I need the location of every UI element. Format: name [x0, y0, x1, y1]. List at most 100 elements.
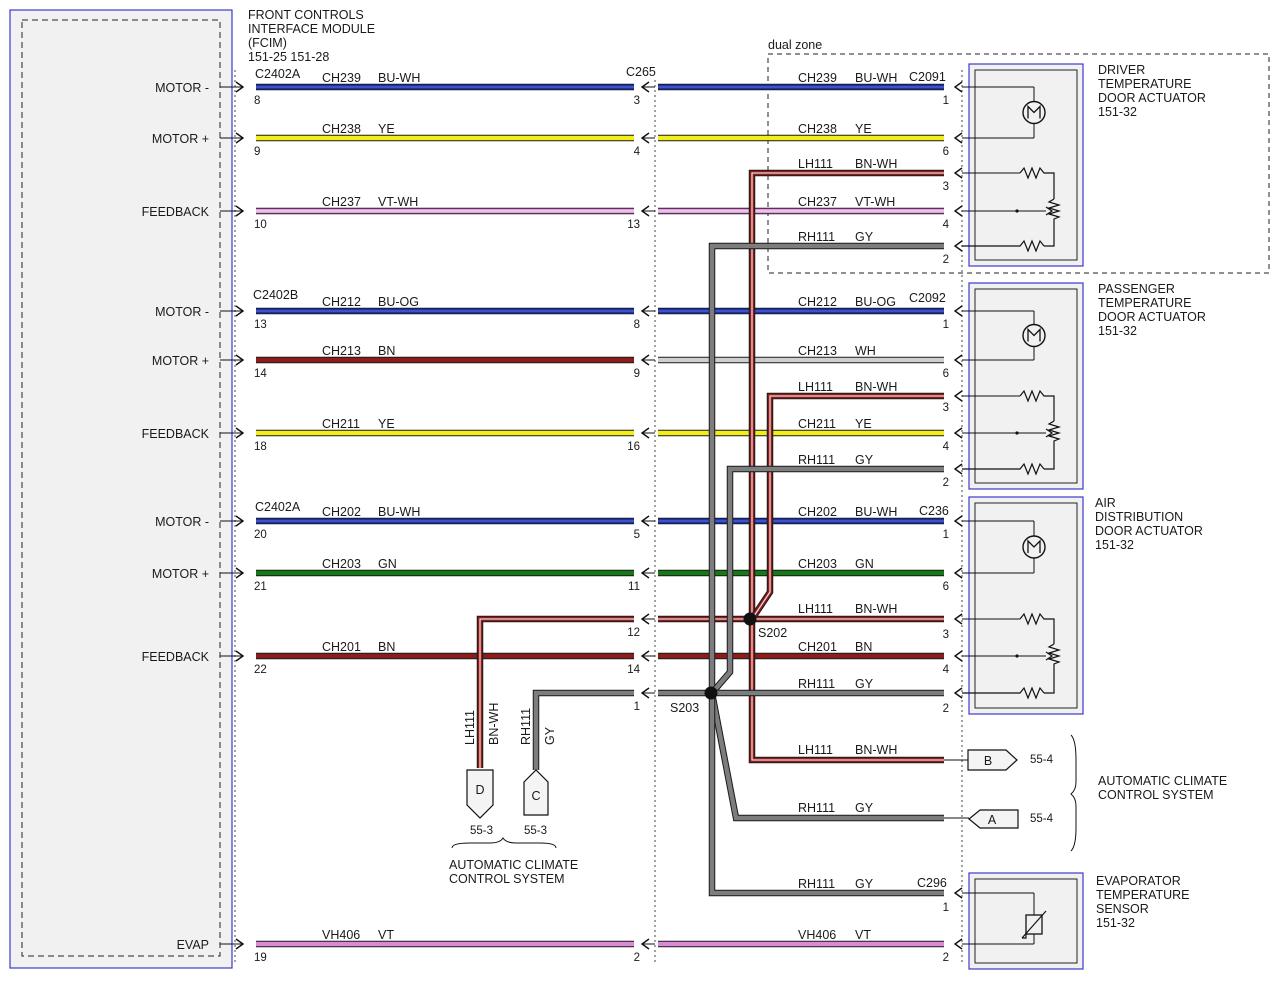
acc-bottom-brace	[451, 837, 557, 849]
fcim-pin-num-0: 8	[254, 95, 260, 107]
conn-d-letter: D	[475, 783, 484, 797]
driver-title-1: TEMPERATURE	[1098, 77, 1192, 91]
fcim-pin-label-0: MOTOR -	[155, 81, 209, 95]
dev-pin-num-8: 4	[943, 664, 950, 676]
conn-c-block	[523, 769, 549, 816]
lh-pin-1: 3	[943, 402, 949, 414]
fcim-pin-label-1: MOTOR +	[152, 132, 209, 146]
air-title-0: AIR	[1095, 496, 1116, 510]
dev-aux-arrow-0	[953, 167, 963, 179]
c265-pin-num-3: 8	[634, 319, 640, 331]
lh-color-3: BN-WH	[855, 743, 897, 757]
lh-pin-0: 3	[943, 181, 949, 193]
fcim-title-line1: FRONT CONTROLS	[248, 8, 364, 22]
passenger-title-1: TEMPERATURE	[1098, 296, 1192, 310]
lh-wire-passenger-edge	[749, 392, 944, 621]
vert-rh111: RH111	[519, 708, 533, 745]
fcim-pin-num-3: 13	[254, 319, 267, 331]
lh-color-2: BN-WH	[855, 602, 897, 616]
evap-title-3: 151-32	[1096, 916, 1135, 930]
dev-pin-num-4: 6	[943, 368, 949, 380]
dev-arrow-1	[953, 132, 963, 144]
fcim-pin-label-3: MOTOR -	[155, 305, 209, 319]
passenger-pot-bottom	[962, 462, 1045, 476]
wire-left-circuit-5: CH211	[322, 417, 360, 431]
dev-aux-arrow-6	[953, 887, 963, 899]
c265-pin-num-6: 5	[634, 529, 640, 541]
driver-pot-top	[1019, 166, 1055, 199]
lh-circuit-0: LH111	[798, 157, 833, 171]
dev-pin-num-5: 4	[943, 441, 950, 453]
lh-color-0: BN-WH	[855, 157, 897, 171]
air-pot-body	[1044, 643, 1062, 694]
driver-title-3: 151-32	[1098, 105, 1137, 119]
wire-left-color-5: YE	[378, 417, 395, 431]
dev-aux-arrow-1	[953, 390, 963, 402]
fcim-title-line2: INTERFACE MODULE	[248, 22, 375, 36]
thermistor-slash	[1021, 910, 1047, 939]
wire-right-color-2: VT-WH	[855, 195, 895, 209]
rh-wire-to-c	[533, 690, 634, 770]
wire-right-circuit-2: CH237	[798, 195, 837, 209]
symbols-layer	[220, 81, 1077, 950]
air-motor-m	[1027, 539, 1041, 553]
fcim-pin-arrow-7	[235, 567, 245, 579]
wire-right-color-7: GN	[855, 557, 874, 571]
c265-pin-num-0: 3	[634, 95, 640, 107]
vert-gy: GY	[543, 726, 557, 745]
wire-right-circuit-4: CH213	[798, 344, 837, 358]
wire-left-circuit-1: CH238	[322, 122, 361, 136]
vert-lh111: LH111	[463, 710, 477, 745]
acc-right-line1: AUTOMATIC CLIMATE	[1098, 774, 1227, 788]
c265-pin-num-rh: 1	[634, 701, 640, 713]
wire-right-color-4: WH	[855, 344, 876, 358]
driver-title-0: DRIVER	[1098, 63, 1145, 77]
dev-pin-num-1: 6	[943, 146, 949, 158]
passenger-pot-top	[1019, 389, 1055, 421]
fcim-pin-arrow-3	[235, 305, 245, 317]
c265-pin-num-lh: 12	[627, 627, 640, 639]
passenger-pot-wiper-dot	[1015, 431, 1019, 435]
conn-a-page: 55-4	[1030, 813, 1054, 825]
fcim-pin-label-2: FEEDBACK	[142, 205, 210, 219]
dev-aux-arrow-5	[953, 687, 963, 699]
wire-right-circuit-3: CH212	[798, 295, 837, 309]
air-title-3: 151-32	[1095, 538, 1134, 552]
conn-b-block	[967, 749, 1018, 771]
lh-wire-to-b	[749, 619, 944, 763]
fcim-module-box	[9, 9, 233, 969]
c265-pin-num-4: 9	[634, 368, 640, 380]
conn-c-page: 55-3	[524, 825, 547, 837]
wire-left-circuit-6: CH202	[322, 505, 361, 519]
evap-title-2: SENSOR	[1096, 902, 1149, 916]
evap-title-1: TEMPERATURE	[1096, 888, 1190, 902]
dev-arrow-2	[953, 205, 963, 217]
rh-pin-2: 2	[943, 703, 949, 715]
conn-c-letter: C	[531, 789, 540, 803]
lh-wire-passenger	[750, 393, 944, 621]
wire-left-color-9: VT	[378, 928, 394, 942]
wire-right-color-6: BU-WH	[855, 505, 897, 519]
conn-d-page: 55-3	[470, 825, 493, 837]
fcim-pin-num-1: 9	[254, 146, 260, 158]
dev-aux-arrow-4	[953, 463, 963, 475]
acc-bottom-line1: AUTOMATIC CLIMATE	[449, 858, 578, 872]
wire-right-color-0: BU-WH	[855, 71, 897, 85]
dev-pin-num-6: 1	[943, 529, 949, 541]
driver-pot-wiper-dot	[1015, 209, 1019, 213]
driver-pot-body	[1044, 198, 1062, 247]
c265-pin-num-5: 16	[627, 441, 640, 453]
s203-label: S203	[670, 701, 699, 715]
s203-dot	[704, 686, 718, 700]
wire-left-circuit-0: CH239	[322, 71, 361, 85]
rh-color-2: GY	[855, 677, 874, 691]
rh-color-1: GY	[855, 453, 874, 467]
wire-right-circuit-0: CH239	[798, 71, 837, 85]
fcim-pin-arrow-2	[235, 205, 245, 217]
wires-layer	[256, 83, 944, 948]
conn-b-letter: B	[984, 754, 992, 768]
vert-bnwh: BN-WH	[487, 703, 501, 745]
lh-circuit-1: LH111	[798, 380, 833, 394]
passenger-title-2: DOOR ACTUATOR	[1098, 310, 1206, 324]
